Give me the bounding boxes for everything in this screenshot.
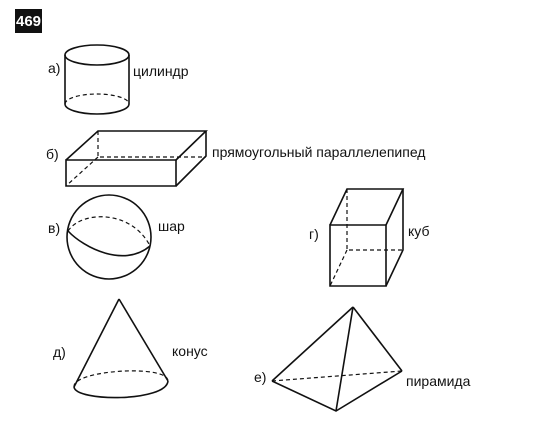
cylinder-figure xyxy=(64,44,130,115)
problem-number: 469 xyxy=(15,9,42,33)
cylinder-name: цилиндр xyxy=(133,63,189,79)
cone-letter: д) xyxy=(53,344,66,360)
sphere-name: шар xyxy=(158,218,185,234)
pyramid-name: пирамида xyxy=(406,373,471,389)
cube-figure xyxy=(329,188,405,287)
cone-figure xyxy=(73,298,169,399)
cube-letter: г) xyxy=(309,226,319,242)
cube-name: куб xyxy=(408,223,430,239)
pyramid-letter: е) xyxy=(254,369,267,385)
cone-name: конус xyxy=(172,343,208,359)
box-letter: б) xyxy=(46,146,59,162)
box-name: прямоугольный параллелепипед xyxy=(212,144,426,160)
cylinder-letter: а) xyxy=(48,60,61,76)
sphere-figure xyxy=(66,194,152,280)
sphere-letter: в) xyxy=(48,220,61,236)
box-figure xyxy=(65,130,208,187)
pyramid-figure xyxy=(271,306,403,412)
